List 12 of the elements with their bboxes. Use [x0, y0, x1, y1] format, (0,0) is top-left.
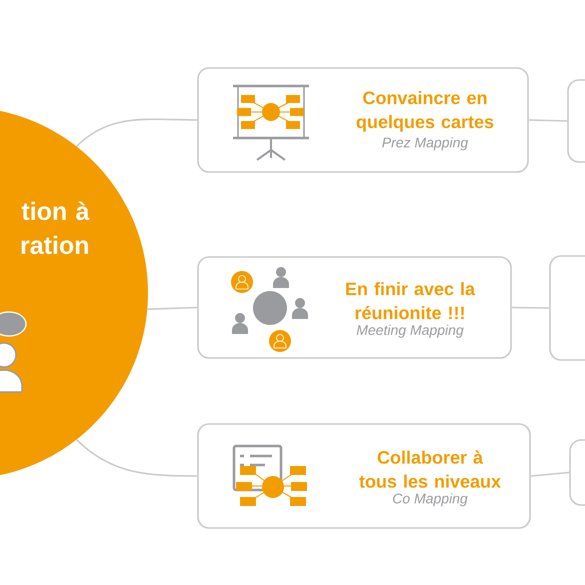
topic-card: Convaincre en quelques cartes Prez Mapping — [197, 67, 529, 173]
topic-card: Collaborer à tous les niveaux Co Mapping — [197, 423, 531, 529]
connector-line — [528, 119, 568, 122]
connector-line — [512, 306, 550, 309]
connector-line — [76, 439, 198, 477]
partial-card — [549, 255, 585, 361]
connector-line — [76, 118, 198, 147]
connector-line — [147, 306, 198, 310]
topic-card: En finir avec la réunionite !!! Meeting Mapping — [197, 256, 512, 359]
connector-line — [530, 472, 570, 477]
partial-card — [567, 79, 585, 163]
partial-card — [569, 439, 585, 506]
